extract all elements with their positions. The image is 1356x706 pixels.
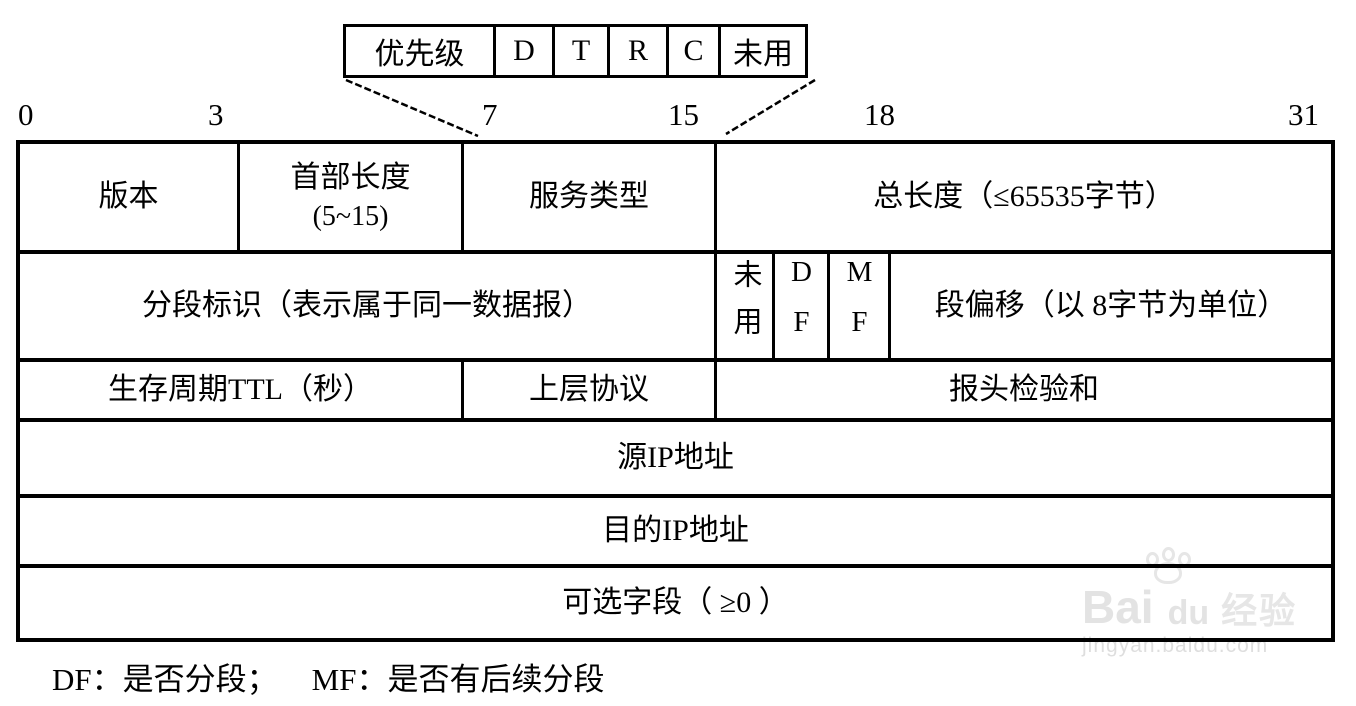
tos-cell-c: C bbox=[669, 27, 721, 75]
service-type-label: 服务类型 bbox=[529, 180, 649, 213]
destination-ip-label: 目的IP地址 bbox=[602, 514, 749, 547]
source-ip-label: 源IP地址 bbox=[617, 441, 734, 474]
header-length-label: 首部长度 bbox=[290, 161, 411, 194]
header-row-2: 分段标识（表示属于同一数据报） 未用 DF MF 段偏移（以 8字节为单位） bbox=[20, 254, 1331, 362]
tos-cell-t: T bbox=[555, 27, 610, 75]
tos-r-label: R bbox=[627, 34, 648, 67]
flag-df-label: DF bbox=[785, 256, 818, 356]
tos-d-label: D bbox=[513, 34, 535, 67]
header-row-5: 目的IP地址 bbox=[20, 498, 1331, 568]
version-label: 版本 bbox=[98, 180, 159, 213]
flag-unused-label: 未用 bbox=[729, 259, 761, 353]
header-row-3: 生存周期TTL（秒） 上层协议 报头检验和 bbox=[20, 362, 1331, 422]
field-service-type: 服务类型 bbox=[464, 144, 717, 250]
tos-t-label: T bbox=[571, 34, 591, 67]
bit-label-18: 18 bbox=[864, 97, 895, 132]
field-options: 可选字段（ ≥0 ） bbox=[20, 568, 1331, 638]
field-fragment-offset: 段偏移（以 8字节为单位） bbox=[891, 254, 1331, 358]
tos-cell-priority: 优先级 bbox=[346, 27, 496, 75]
ip-header-table: 版本 首部长度 (5~15) 服务类型 总长度（≤65535字节） 分段标识（表… bbox=[16, 140, 1335, 642]
flags-caption: DF：是否分段； MF：是否有后续分段 bbox=[52, 654, 604, 699]
bit-label-3: 3 bbox=[208, 97, 224, 132]
header-row-1: 版本 首部长度 (5~15) 服务类型 总长度（≤65535字节） bbox=[20, 144, 1331, 254]
ttl-label: 生存周期TTL（秒） bbox=[108, 373, 373, 406]
header-length-range: (5~15) bbox=[312, 201, 389, 232]
watermark-brand-text: Bai bbox=[1082, 581, 1154, 633]
field-source-ip: 源IP地址 bbox=[20, 422, 1331, 494]
right-connector-line bbox=[725, 78, 816, 136]
field-destination-ip: 目的IP地址 bbox=[20, 498, 1331, 564]
tos-c-label: C bbox=[683, 34, 704, 67]
tos-cell-unused: 未用 bbox=[721, 27, 805, 75]
header-row-4: 源IP地址 bbox=[20, 422, 1331, 498]
tos-subfield-table: 优先级 D T R C 未用 bbox=[343, 24, 808, 78]
field-protocol: 上层协议 bbox=[464, 362, 717, 418]
field-header-checksum: 报头检验和 bbox=[717, 362, 1331, 418]
left-connector-line bbox=[345, 78, 479, 138]
fragment-offset-label: 段偏移（以 8字节为单位） bbox=[934, 289, 1288, 322]
field-total-length: 总长度（≤65535字节） bbox=[717, 144, 1331, 250]
field-flag-mf: MF bbox=[830, 254, 891, 358]
field-version: 版本 bbox=[20, 144, 240, 250]
df-note: DF：是否分段； bbox=[52, 662, 278, 697]
bit-label-7: 7 bbox=[482, 97, 498, 132]
field-header-length: 首部长度 (5~15) bbox=[240, 144, 464, 250]
tos-cell-r: R bbox=[610, 27, 669, 75]
field-flag-df: DF bbox=[775, 254, 830, 358]
identification-label: 分段标识（表示属于同一数据报） bbox=[142, 289, 592, 322]
tos-priority-label: 优先级 bbox=[374, 38, 465, 71]
bit-label-0: 0 bbox=[18, 97, 34, 132]
protocol-label: 上层协议 bbox=[529, 373, 649, 406]
header-checksum-label: 报头检验和 bbox=[949, 373, 1099, 406]
tos-cell-d: D bbox=[496, 27, 555, 75]
bit-label-15: 15 bbox=[668, 97, 699, 132]
bit-label-31: 31 bbox=[1288, 97, 1319, 132]
mf-note: MF：是否有后续分段 bbox=[311, 662, 605, 697]
options-label: 可选字段（ ≥0 ） bbox=[562, 586, 789, 619]
watermark-brand-text2: du bbox=[1167, 594, 1210, 632]
header-row-6: 可选字段（ ≥0 ） bbox=[20, 568, 1331, 638]
flag-mf-label: MF bbox=[843, 256, 876, 356]
tos-unused-label: 未用 bbox=[733, 38, 793, 71]
watermark-brand-cjk: 经验 bbox=[1221, 591, 1298, 631]
total-length-label: 总长度（≤65535字节） bbox=[873, 180, 1175, 213]
field-flag-unused: 未用 bbox=[717, 254, 775, 358]
field-identification: 分段标识（表示属于同一数据报） bbox=[20, 254, 717, 358]
field-ttl: 生存周期TTL（秒） bbox=[20, 362, 464, 418]
